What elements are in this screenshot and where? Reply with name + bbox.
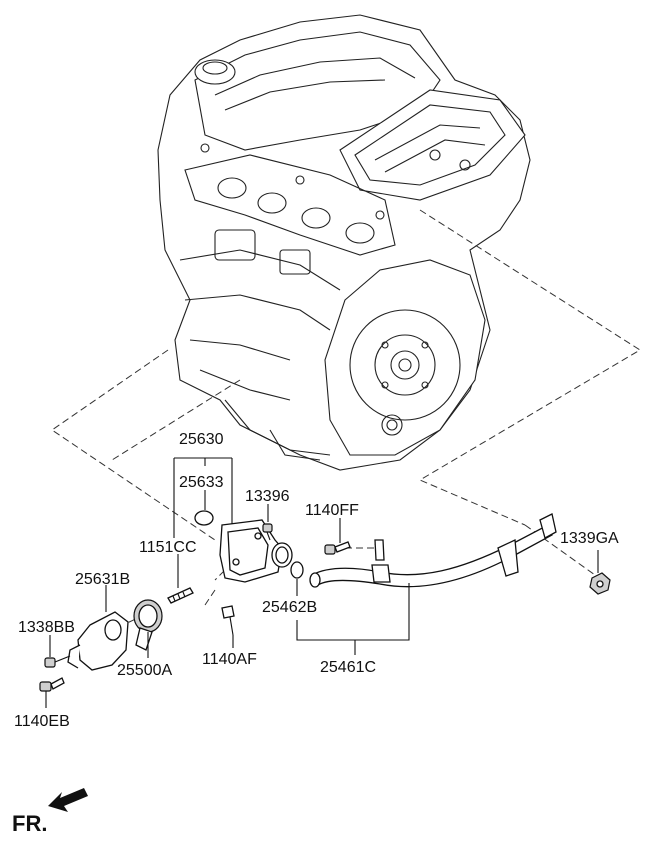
o-ring-25633 (194, 510, 214, 526)
label-1338BB: 1338BB (18, 619, 75, 636)
nut-1339GA (589, 572, 611, 595)
bolt-1140FF (324, 541, 351, 555)
label-13396: 13396 (245, 488, 290, 505)
label-25631B: 25631B (75, 571, 130, 588)
label-25461C: 25461C (320, 659, 376, 676)
label-1140FF: 1140FF (305, 502, 359, 519)
thermostat-cover-25631B (67, 611, 129, 671)
label-25462B: 25462B (262, 599, 317, 616)
label-1151CC: 1151CC (139, 539, 197, 556)
label-1339GA: 1339GA (560, 530, 619, 547)
water-pipe-25461C (309, 513, 557, 588)
part-labels: 25630 25633 13396 1140FF 1339GA 1151CC 2… (14, 431, 619, 730)
front-arrow-icon (48, 788, 88, 812)
o-ring-25462B (290, 561, 304, 579)
stud-bolt-1151CC (167, 587, 194, 604)
label-1140AF: 1140AF (202, 651, 257, 668)
thermostat-housing-25630 (219, 519, 293, 583)
engine-assembly-illustration (157, 14, 531, 471)
label-25630: 25630 (179, 431, 224, 448)
label-25633: 25633 (179, 474, 224, 491)
label-25500A: 25500A (117, 662, 172, 679)
leader-lines (45, 457, 599, 708)
bolt-13396 (262, 523, 273, 541)
thermostat-25500A (133, 599, 163, 651)
label-1140EB: 1140EB (14, 713, 70, 730)
front-direction-indicator: FR. (12, 788, 88, 836)
bolt-1140EB (39, 677, 65, 692)
front-label: FR. (12, 811, 47, 836)
bolt-1140AF (221, 605, 235, 636)
bolt-1338BB (44, 655, 71, 668)
